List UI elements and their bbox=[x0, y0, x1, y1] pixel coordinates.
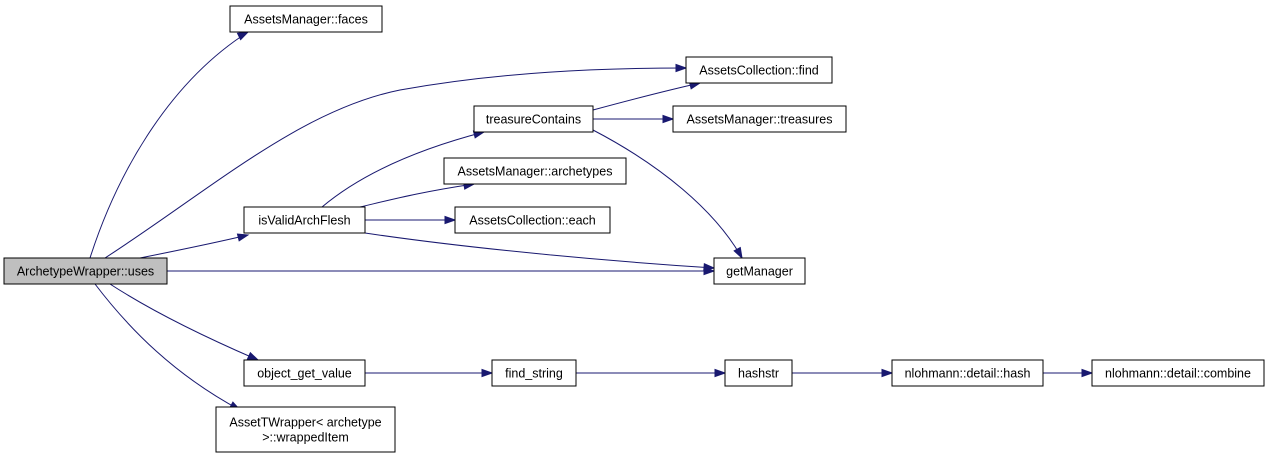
node-uses: ArchetypeWrapper::uses bbox=[3, 257, 168, 285]
edge-uses-to-object_get_value bbox=[109, 283, 260, 361]
arrowhead-icon bbox=[714, 368, 727, 378]
node-box bbox=[1091, 359, 1265, 387]
edges-layer bbox=[89, 31, 1094, 411]
node-treasures[interactable]: AssetsManager::treasures bbox=[672, 105, 847, 133]
node-label: AssetsManager::faces bbox=[244, 13, 368, 27]
edge-isValidArchFlesh-to-each bbox=[365, 215, 457, 225]
node-isValidArchFlesh[interactable]: isValidArchFlesh bbox=[243, 206, 366, 234]
edge-treasureContains-to-treasures bbox=[593, 114, 675, 124]
edge-uses-to-faces bbox=[89, 31, 250, 259]
edge-line bbox=[364, 232, 715, 269]
node-label: AssetTWrapper< archetype bbox=[229, 416, 381, 430]
node-object_get_value[interactable]: object_get_value bbox=[243, 359, 366, 387]
node-label: ArchetypeWrapper::uses bbox=[17, 265, 154, 279]
edge-uses-to-getManager bbox=[167, 266, 716, 276]
edge-isValidArchFlesh-to-getManager bbox=[364, 232, 716, 272]
arrowhead-icon bbox=[236, 233, 250, 242]
edge-uses-to-find bbox=[104, 63, 688, 259]
node-box bbox=[215, 406, 396, 453]
node-getManager[interactable]: getManager bbox=[713, 257, 806, 285]
arrowhead-icon bbox=[444, 215, 457, 225]
edge-line bbox=[94, 283, 241, 411]
node-box bbox=[473, 105, 594, 133]
node-find[interactable]: AssetsCollection::find bbox=[685, 56, 833, 84]
node-label: find_string bbox=[505, 367, 563, 381]
nodes-layer: ArchetypeWrapper::uses AssetsManager::fac… bbox=[3, 5, 1265, 453]
arrowhead-icon bbox=[662, 114, 675, 124]
node-label: AssetsCollection::each bbox=[469, 214, 596, 228]
edge-line bbox=[321, 131, 485, 208]
node-hash[interactable]: nlohmann::detail::hash bbox=[891, 359, 1044, 387]
node-box bbox=[229, 5, 383, 33]
edge-hash-to-combine bbox=[1043, 368, 1094, 378]
node-find_string[interactable]: find_string bbox=[491, 359, 577, 387]
node-box bbox=[491, 359, 577, 387]
arrowhead-icon bbox=[1081, 368, 1094, 378]
edge-find_string-to-hashstr bbox=[576, 368, 727, 378]
arrowhead-icon bbox=[236, 31, 250, 41]
arrowhead-icon bbox=[881, 368, 894, 378]
node-box bbox=[454, 206, 611, 234]
arrowhead-icon bbox=[675, 63, 688, 73]
arrowhead-icon bbox=[481, 368, 494, 378]
node-archetypes[interactable]: AssetsManager::archetypes bbox=[443, 157, 627, 185]
node-box bbox=[685, 56, 833, 84]
node-box bbox=[672, 105, 847, 133]
node-label: AssetsCollection::find bbox=[699, 64, 819, 78]
node-wrappedItem[interactable]: AssetTWrapper< archetype >::wrappedItem bbox=[215, 406, 396, 453]
node-box bbox=[724, 359, 793, 387]
edge-uses-to-isValidArchFlesh bbox=[139, 233, 250, 259]
node-label: getManager bbox=[726, 265, 793, 279]
edge-object_get_value-to-find_string bbox=[365, 368, 494, 378]
edge-line bbox=[592, 82, 701, 111]
edge-uses-to-wrappedItem bbox=[94, 283, 242, 411]
node-box bbox=[443, 157, 627, 185]
node-box bbox=[3, 257, 168, 285]
edge-line bbox=[592, 129, 743, 259]
edge-isValidArchFlesh-to-archetypes bbox=[359, 181, 476, 208]
node-label: AssetsManager::treasures bbox=[687, 113, 833, 127]
node-hashstr[interactable]: hashstr bbox=[724, 359, 793, 387]
node-label: treasureContains bbox=[486, 113, 581, 127]
node-label: AssetsManager::archetypes bbox=[458, 165, 613, 179]
node-each[interactable]: AssetsCollection::each bbox=[454, 206, 611, 234]
edge-line bbox=[89, 31, 249, 259]
node-label: object_get_value bbox=[257, 367, 352, 381]
arrowhead-icon bbox=[733, 246, 743, 260]
arrowhead-icon bbox=[703, 262, 716, 272]
node-faces[interactable]: AssetsManager::faces bbox=[229, 5, 383, 33]
node-treasureContains[interactable]: treasureContains bbox=[473, 105, 594, 133]
edge-line bbox=[359, 183, 475, 208]
node-box bbox=[243, 359, 366, 387]
edge-line bbox=[109, 283, 259, 361]
node-label: nlohmann::detail::combine bbox=[1105, 367, 1251, 381]
edge-line bbox=[139, 234, 249, 259]
node-label: nlohmann::detail::hash bbox=[905, 367, 1031, 381]
node-box bbox=[243, 206, 366, 234]
node-label: isValidArchFlesh bbox=[258, 214, 350, 228]
node-box bbox=[891, 359, 1044, 387]
edge-hashstr-to-hash bbox=[792, 368, 894, 378]
edge-treasureContains-to-getManager bbox=[592, 129, 743, 260]
node-box bbox=[713, 257, 806, 285]
node-label: >::wrappedItem bbox=[262, 431, 349, 445]
arrowhead-icon bbox=[246, 351, 260, 361]
node-combine[interactable]: nlohmann::detail::combine bbox=[1091, 359, 1265, 387]
node-label: hashstr bbox=[738, 367, 779, 381]
edge-line bbox=[104, 67, 687, 259]
